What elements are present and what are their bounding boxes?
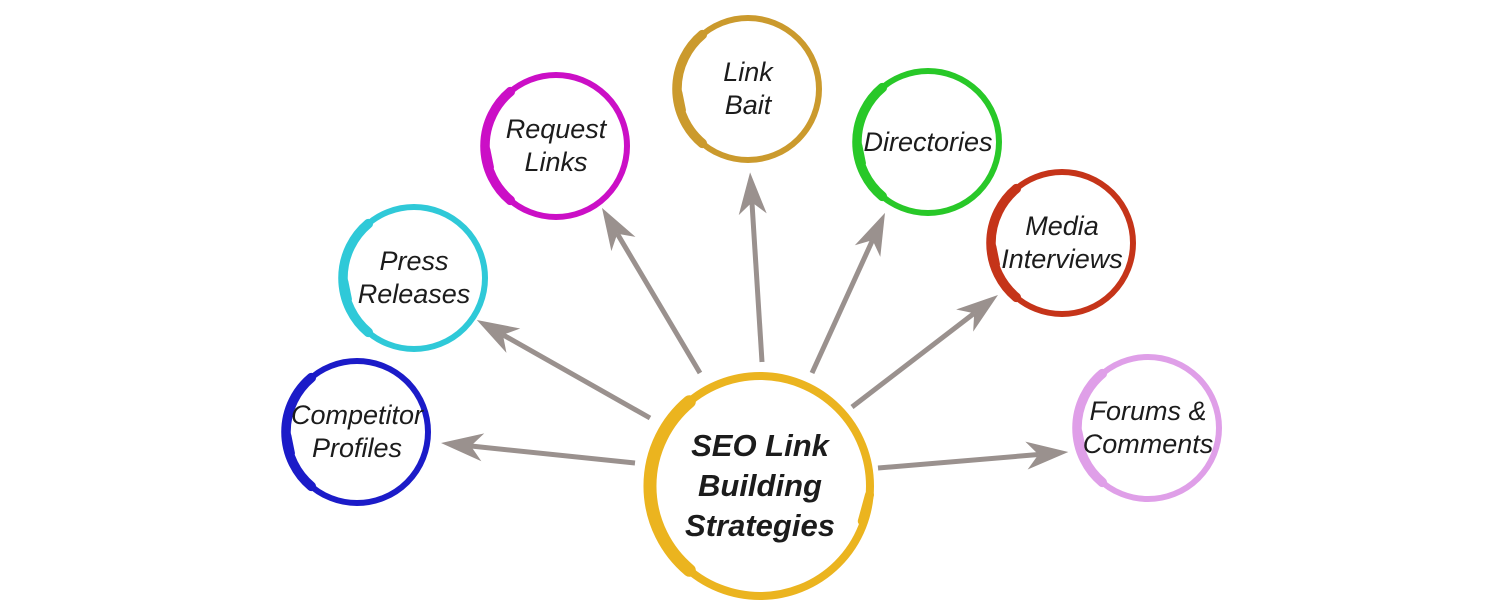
press-releases-circle bbox=[338, 204, 488, 352]
arrow-to-media-interviews bbox=[850, 294, 998, 409]
arrow-to-request-links bbox=[601, 207, 703, 375]
node-request-links: Request Links bbox=[471, 61, 641, 231]
arrow-to-press-releases bbox=[476, 320, 652, 421]
competitor-profiles-circle bbox=[281, 358, 431, 506]
request-links-circle bbox=[480, 72, 630, 220]
node-seo-link-building-strategies: SEO Link Building Strategies bbox=[635, 361, 885, 600]
arrow-to-link-bait bbox=[738, 172, 767, 363]
directories-circle bbox=[852, 68, 1002, 216]
arrow-to-forums-comments bbox=[877, 441, 1069, 471]
node-competitor-profiles: Competitor Profiles bbox=[272, 347, 442, 517]
seo-circle bbox=[643, 372, 874, 600]
forums-comments-circle bbox=[1072, 354, 1222, 502]
link-bait-circle bbox=[672, 15, 822, 163]
arrow-to-competitor-profiles bbox=[441, 433, 636, 466]
arrow-to-directories bbox=[809, 212, 885, 375]
node-media-interviews: Media Interviews bbox=[977, 158, 1147, 328]
node-link-bait: Link Bait bbox=[663, 4, 833, 174]
media-interviews-circle bbox=[986, 169, 1136, 317]
node-forums-comments: Forums & Comments bbox=[1063, 343, 1233, 513]
